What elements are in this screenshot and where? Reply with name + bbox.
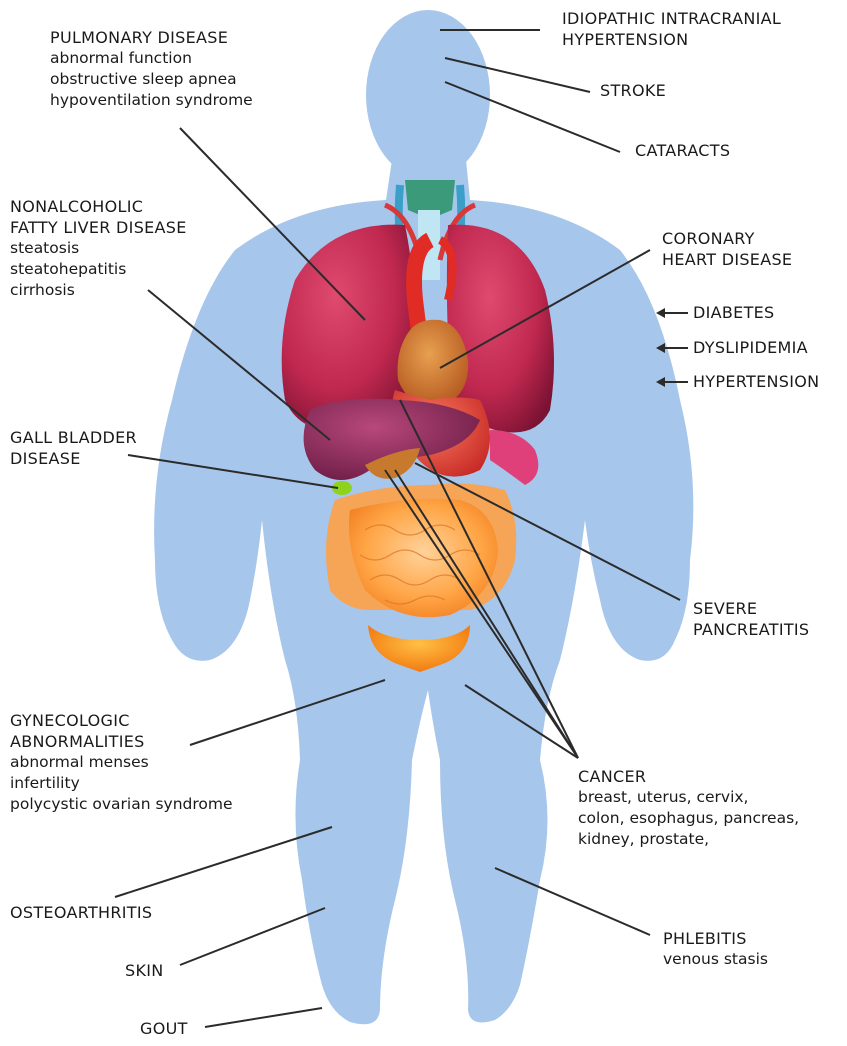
- label-stroke: STROKE: [600, 80, 666, 101]
- label-cancer: CANCER breast, uterus, cervix, colon, es…: [578, 766, 799, 850]
- label-nafld: NONALCOHOLIC FATTY LIVER DISEASE steatos…: [10, 196, 187, 301]
- line-skin: [180, 908, 325, 965]
- label-iih: IDIOPATHIC INTRACRANIAL HYPERTENSION: [562, 8, 781, 50]
- label-osteoarthritis: OSTEOARTHRITIS: [10, 902, 152, 923]
- label-phlebitis: PHLEBITIS venous stasis: [663, 928, 768, 970]
- label-diabetes: DIABETES: [693, 302, 775, 323]
- label-cataracts: CATARACTS: [635, 140, 730, 161]
- label-dyslipidemia: DYSLIPIDEMIA: [693, 337, 808, 358]
- line-gout: [205, 1008, 322, 1027]
- label-hypertension: HYPERTENSION: [693, 371, 819, 392]
- label-skin: SKIN: [125, 960, 164, 981]
- label-pulmonary: PULMONARY DISEASE abnormal function obst…: [50, 27, 253, 111]
- trachea: [405, 180, 455, 215]
- label-coronary: CORONARY HEART DISEASE: [662, 228, 792, 270]
- label-gout: GOUT: [140, 1018, 188, 1039]
- label-gallbladder: GALL BLADDER DISEASE: [10, 427, 137, 469]
- label-pancreatitis: SEVERE PANCREATITIS: [693, 598, 809, 640]
- label-gynecologic: GYNECOLOGIC ABNORMALITIES abnormal mense…: [10, 710, 233, 815]
- arrow-diabetes-icon: [656, 308, 665, 318]
